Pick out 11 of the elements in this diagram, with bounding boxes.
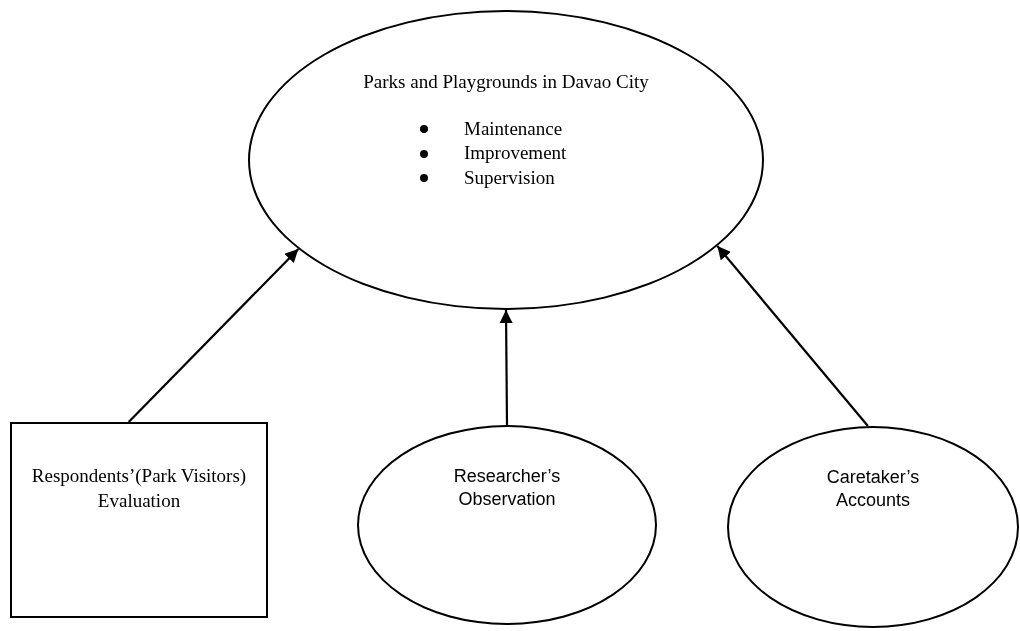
arrow [716, 245, 869, 427]
bullet-item: Improvement [464, 141, 567, 166]
node-title: Respondents’(Park Visitors) Evaluation [30, 464, 248, 513]
bullet-item: Maintenance [464, 116, 563, 141]
arrow [499, 310, 513, 425]
node-title: Parks and Playgrounds in Davao City [363, 70, 649, 94]
rectangle-node [10, 422, 268, 618]
arrow [127, 248, 300, 423]
node-title: Researcher’s Observation [452, 465, 562, 512]
node-title: Caretaker’s Accounts [825, 466, 921, 513]
bullet-item: Supervision [464, 166, 555, 191]
